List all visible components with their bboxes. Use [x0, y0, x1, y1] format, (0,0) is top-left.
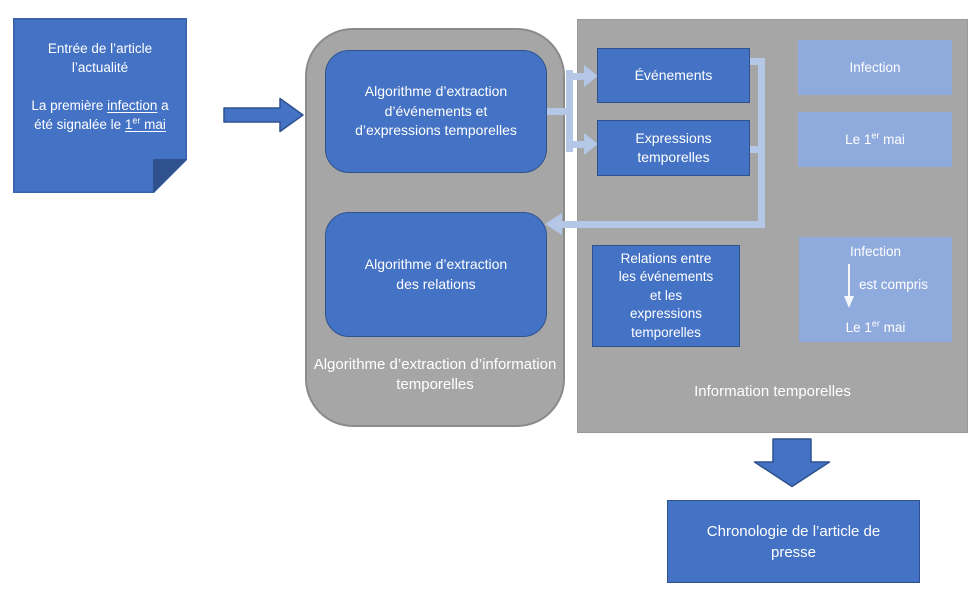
events-label: Événements	[634, 67, 713, 83]
events-box: Événements	[597, 48, 750, 103]
connector-to-events-arrowhead-icon	[584, 65, 598, 87]
example-relation-timex: Le 1er mai	[799, 318, 952, 335]
flow-down-arrow-icon	[753, 438, 831, 488]
note-sentence-prefix: La première	[31, 97, 108, 113]
example-event-box: Infection	[798, 40, 952, 95]
example-timex-label: Le 1er mai	[845, 130, 905, 147]
connector-return-arrowhead-icon	[545, 213, 562, 235]
note-sentence-mid: a été signalée le	[34, 97, 169, 132]
note-sentence: La première infection a été signalée le …	[23, 96, 178, 134]
relation-extraction-label: Algorithme d’extraction des relations	[364, 256, 508, 292]
connector-return-line	[562, 221, 765, 228]
connector-to-timex-arrowhead-icon	[584, 133, 598, 155]
timex-box: Expressions temporelles	[597, 120, 750, 176]
note-folded-corner	[153, 159, 187, 193]
input-note: Entrée de l’article l’actualité La premi…	[13, 18, 187, 193]
connector-to-timex-line	[573, 141, 585, 148]
chronology-result-box: Chronologie de l’article de presse	[667, 500, 920, 583]
example-timex-tail: mai	[879, 132, 905, 147]
input-note-body: Entrée de l’article l’actualité La premi…	[15, 20, 186, 192]
example-relation-timex-tail: mai	[879, 320, 906, 335]
example-timex-box: Le 1er mai	[798, 112, 952, 167]
timex-label: Expressions temporelles	[635, 130, 712, 165]
example-relation-edge-label: est compris	[859, 277, 929, 292]
event-timex-extraction-label: Algorithme d’extraction d’événements et …	[355, 83, 517, 139]
note-date-sup: er	[132, 115, 141, 125]
event-timex-extraction-box: Algorithme d’extraction d’événements et …	[325, 50, 547, 173]
chronology-result-label: Chronologie de l’article de presse	[706, 522, 881, 561]
example-relation-box: Infection est compris Le 1er mai	[799, 237, 952, 342]
relations-box: Relations entre les événements et les ex…	[592, 245, 740, 347]
example-timex-prefix: Le 1	[845, 132, 872, 147]
connector-timex-exit	[750, 146, 760, 153]
connector-feed	[547, 108, 568, 115]
note-date-num: 1	[124, 116, 133, 132]
example-relation-timex-sup: er	[871, 318, 880, 329]
flow-right-arrow-icon	[223, 97, 304, 133]
note-event-underlined: infection	[107, 97, 158, 113]
connector-to-events-line	[573, 73, 585, 80]
note-date-underlined: 1er mai	[125, 117, 166, 132]
relations-label: Relations entre les événements et les ex…	[618, 250, 714, 340]
connector-split-bar	[566, 70, 573, 152]
connector-merge-bar	[758, 58, 765, 228]
relation-extraction-box: Algorithme d’extraction des relations	[325, 212, 547, 337]
relation-down-arrow-icon	[844, 264, 854, 308]
note-title: Entrée de l’article l’actualité	[47, 40, 153, 75]
example-relation-event: Infection	[849, 244, 902, 259]
example-timex-sup: er	[871, 130, 880, 141]
example-relation-timex-prefix: Le 1	[845, 320, 872, 335]
note-date-tail: mai	[140, 116, 166, 132]
connector-events-exit	[750, 58, 760, 65]
pipeline-container-label: Algorithme d’extraction d’information te…	[313, 356, 557, 393]
temporal-information-panel-label: Information temporelles	[694, 383, 851, 400]
example-event-label: Infection	[849, 60, 901, 75]
